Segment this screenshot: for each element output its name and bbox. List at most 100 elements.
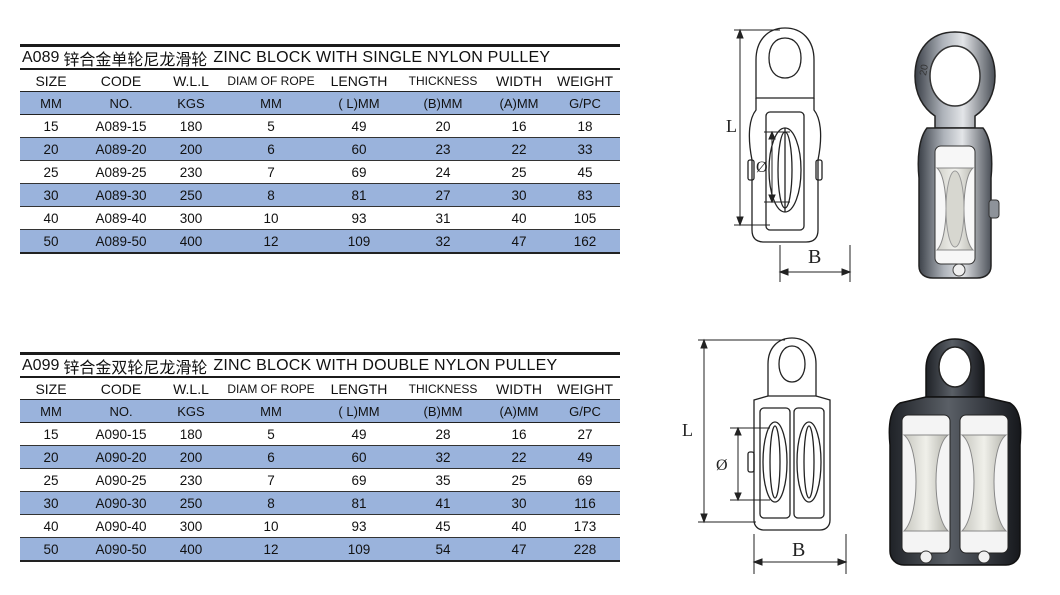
table-cell: 27 xyxy=(398,183,488,207)
column-unit: NO. xyxy=(82,91,160,115)
table-cell: 12 xyxy=(222,229,320,254)
table-cell: 20 xyxy=(20,137,82,161)
table-cell: 83 xyxy=(550,183,620,207)
double-dim-length-label: L xyxy=(682,420,693,440)
table-cell: 28 xyxy=(398,422,488,446)
table-cell: 60 xyxy=(320,445,398,469)
column-header: WEIGHT xyxy=(550,378,620,400)
table-cell: 105 xyxy=(550,206,620,230)
table-cell: 41 xyxy=(398,491,488,515)
table-cell: 7 xyxy=(222,160,320,184)
table-cell: 69 xyxy=(320,160,398,184)
table-cell: 109 xyxy=(320,537,398,562)
table-cell: 16 xyxy=(488,422,550,446)
table-cell: 200 xyxy=(160,445,222,469)
column-header: LENGTH xyxy=(320,70,398,92)
table-cell: 49 xyxy=(320,422,398,446)
single-pulley-drawing: L Ø B xyxy=(726,27,852,282)
table-cell: 173 xyxy=(550,514,620,538)
column-unit: MM xyxy=(20,399,82,423)
table-cell: 81 xyxy=(320,183,398,207)
column-unit: ( L)MM xyxy=(320,91,398,115)
table-cell: 45 xyxy=(550,160,620,184)
table-cell: 5 xyxy=(222,422,320,446)
table-cell: 60 xyxy=(320,137,398,161)
column-unit: ( L)MM xyxy=(320,399,398,423)
column-unit: (A)MM xyxy=(488,91,550,115)
column-header: SIZE xyxy=(20,378,82,400)
table-cell: 40 xyxy=(20,206,82,230)
table-cell: 22 xyxy=(488,445,550,469)
column-header: DIAM OF ROPE xyxy=(222,70,320,92)
table-cell: 30 xyxy=(488,183,550,207)
table-cell: 250 xyxy=(160,491,222,515)
table-cell: 54 xyxy=(398,537,488,562)
table-cell: 25 xyxy=(20,468,82,492)
table-cell: 22 xyxy=(488,137,550,161)
table-cell: 25 xyxy=(488,468,550,492)
single-dim-diameter-label: Ø xyxy=(756,159,768,176)
table-cell: A089-50 xyxy=(82,229,160,254)
double-pulley-spec-block: A099 锌合金双轮尼龙滑轮 ZINC BLOCK WITH DOUBLE NY… xyxy=(20,352,620,562)
table-cell: 228 xyxy=(550,537,620,562)
table-cell: 35 xyxy=(398,468,488,492)
table-cell: A089-30 xyxy=(82,183,160,207)
table-cell: A089-40 xyxy=(82,206,160,230)
table-cell: 230 xyxy=(160,160,222,184)
table-cell: 25 xyxy=(20,160,82,184)
column-unit: MM xyxy=(222,91,320,115)
column-unit: G/PC xyxy=(550,399,620,423)
column-header: CODE xyxy=(82,378,160,400)
table-cell: 69 xyxy=(320,468,398,492)
column-header: WEIGHT xyxy=(550,70,620,92)
table-cell: 180 xyxy=(160,422,222,446)
table-cell: 30 xyxy=(20,491,82,515)
table-cell: 40 xyxy=(20,514,82,538)
table-cell: 15 xyxy=(20,114,82,138)
table-cell: 32 xyxy=(398,229,488,254)
table-cell: 15 xyxy=(20,422,82,446)
table-cell: 10 xyxy=(222,514,320,538)
table-cell: 33 xyxy=(550,137,620,161)
single-dim-width-label: B xyxy=(808,246,821,268)
table-cell: 162 xyxy=(550,229,620,254)
column-header: THICKNESS xyxy=(398,378,488,400)
table-cell: A090-15 xyxy=(82,422,160,446)
table-cell: 49 xyxy=(550,445,620,469)
table-cell: 24 xyxy=(398,160,488,184)
column-unit: G/PC xyxy=(550,91,620,115)
table-cell: 116 xyxy=(550,491,620,515)
table-cell: 5 xyxy=(222,114,320,138)
double-en-title: ZINC BLOCK WITH DOUBLE NYLON PULLEY xyxy=(213,356,558,374)
double-dim-width-label: B xyxy=(792,539,805,561)
table-cell: 81 xyxy=(320,491,398,515)
table-cell: 300 xyxy=(160,206,222,230)
table-cell: 69 xyxy=(550,468,620,492)
table-cell: 10 xyxy=(222,206,320,230)
table-cell: 40 xyxy=(488,514,550,538)
table-cell: 50 xyxy=(20,537,82,562)
table-cell: A089-25 xyxy=(82,160,160,184)
column-unit: (A)MM xyxy=(488,399,550,423)
double-code-label: A099 xyxy=(22,356,60,374)
table-cell: 27 xyxy=(550,422,620,446)
column-unit: MM xyxy=(222,399,320,423)
table-cell: 30 xyxy=(20,183,82,207)
table-cell: 6 xyxy=(222,445,320,469)
column-header: WIDTH xyxy=(488,70,550,92)
column-header: WIDTH xyxy=(488,378,550,400)
single-pulley-photo: 20 xyxy=(914,31,1000,279)
table-cell: 93 xyxy=(320,206,398,230)
double-dim-diameter-label: Ø xyxy=(716,457,728,474)
single-pulley-title: A089 锌合金单轮尼龙滑轮 ZINC BLOCK WITH SINGLE NY… xyxy=(20,44,620,70)
